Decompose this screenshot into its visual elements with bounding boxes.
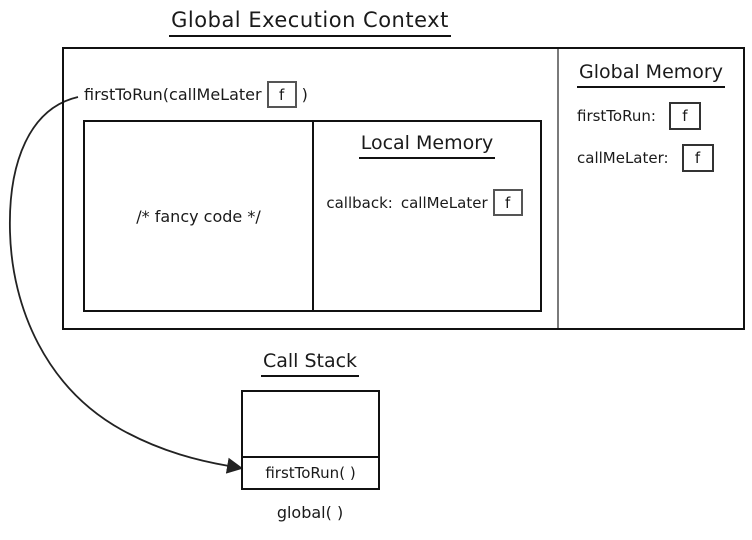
global-memory-divider bbox=[557, 49, 559, 328]
local-memory-section: Local Memory callback: callMeLater f bbox=[314, 122, 540, 310]
global-frame-label: global( ) bbox=[230, 503, 390, 522]
page-title-text: Global Execution Context bbox=[169, 8, 451, 37]
call-stack-title: Call Stack bbox=[230, 350, 390, 377]
call-expression: firstToRun(callMeLater f ) bbox=[84, 81, 308, 108]
function-badge-label: f bbox=[504, 193, 511, 212]
global-memory-entry: firstToRun: f bbox=[577, 102, 743, 130]
call-expression-close: ) bbox=[301, 85, 308, 104]
stack-frame: firstToRun( ) bbox=[243, 456, 378, 488]
stack-frame-label: firstToRun( ) bbox=[265, 464, 356, 482]
global-frame-label-text: global( ) bbox=[276, 503, 344, 522]
global-memory-title-text: Global Memory bbox=[577, 61, 725, 88]
memory-key: callback: bbox=[326, 193, 393, 212]
function-badge: f bbox=[492, 189, 523, 216]
code-comment: /* fancy code */ bbox=[136, 206, 261, 226]
local-memory-entry: callback: callMeLater f bbox=[326, 189, 527, 216]
function-badge-label: f bbox=[682, 107, 688, 125]
call-expression-text: firstToRun(callMeLater bbox=[84, 85, 262, 104]
function-badge-label: f bbox=[278, 85, 285, 104]
call-stack-title-text: Call Stack bbox=[260, 350, 360, 377]
local-memory-title: Local Memory bbox=[358, 132, 496, 159]
function-badge: f bbox=[266, 81, 297, 108]
code-cell: /* fancy code */ bbox=[85, 122, 314, 310]
global-memory-section: Global Memory firstToRun: f callMeLater:… bbox=[559, 49, 743, 328]
page-title: Global Execution Context bbox=[150, 8, 470, 37]
memory-value: callMeLater bbox=[400, 193, 488, 212]
function-badge-label: f bbox=[694, 149, 701, 167]
memory-key: callMeLater: bbox=[577, 149, 669, 167]
memory-key: firstToRun: bbox=[577, 107, 656, 125]
global-execution-context-box: firstToRun(callMeLater f ) /* fancy code… bbox=[62, 47, 745, 330]
global-memory-title: Global Memory bbox=[559, 61, 743, 88]
function-badge: f bbox=[668, 102, 701, 130]
execution-inner-box: /* fancy code */ Local Memory callback: … bbox=[83, 120, 542, 312]
call-stack-box: firstToRun( ) bbox=[241, 390, 380, 490]
local-memory-title-text: Local Memory bbox=[358, 132, 496, 159]
global-memory-entry: callMeLater: f bbox=[577, 144, 743, 172]
function-badge: f bbox=[681, 144, 714, 172]
